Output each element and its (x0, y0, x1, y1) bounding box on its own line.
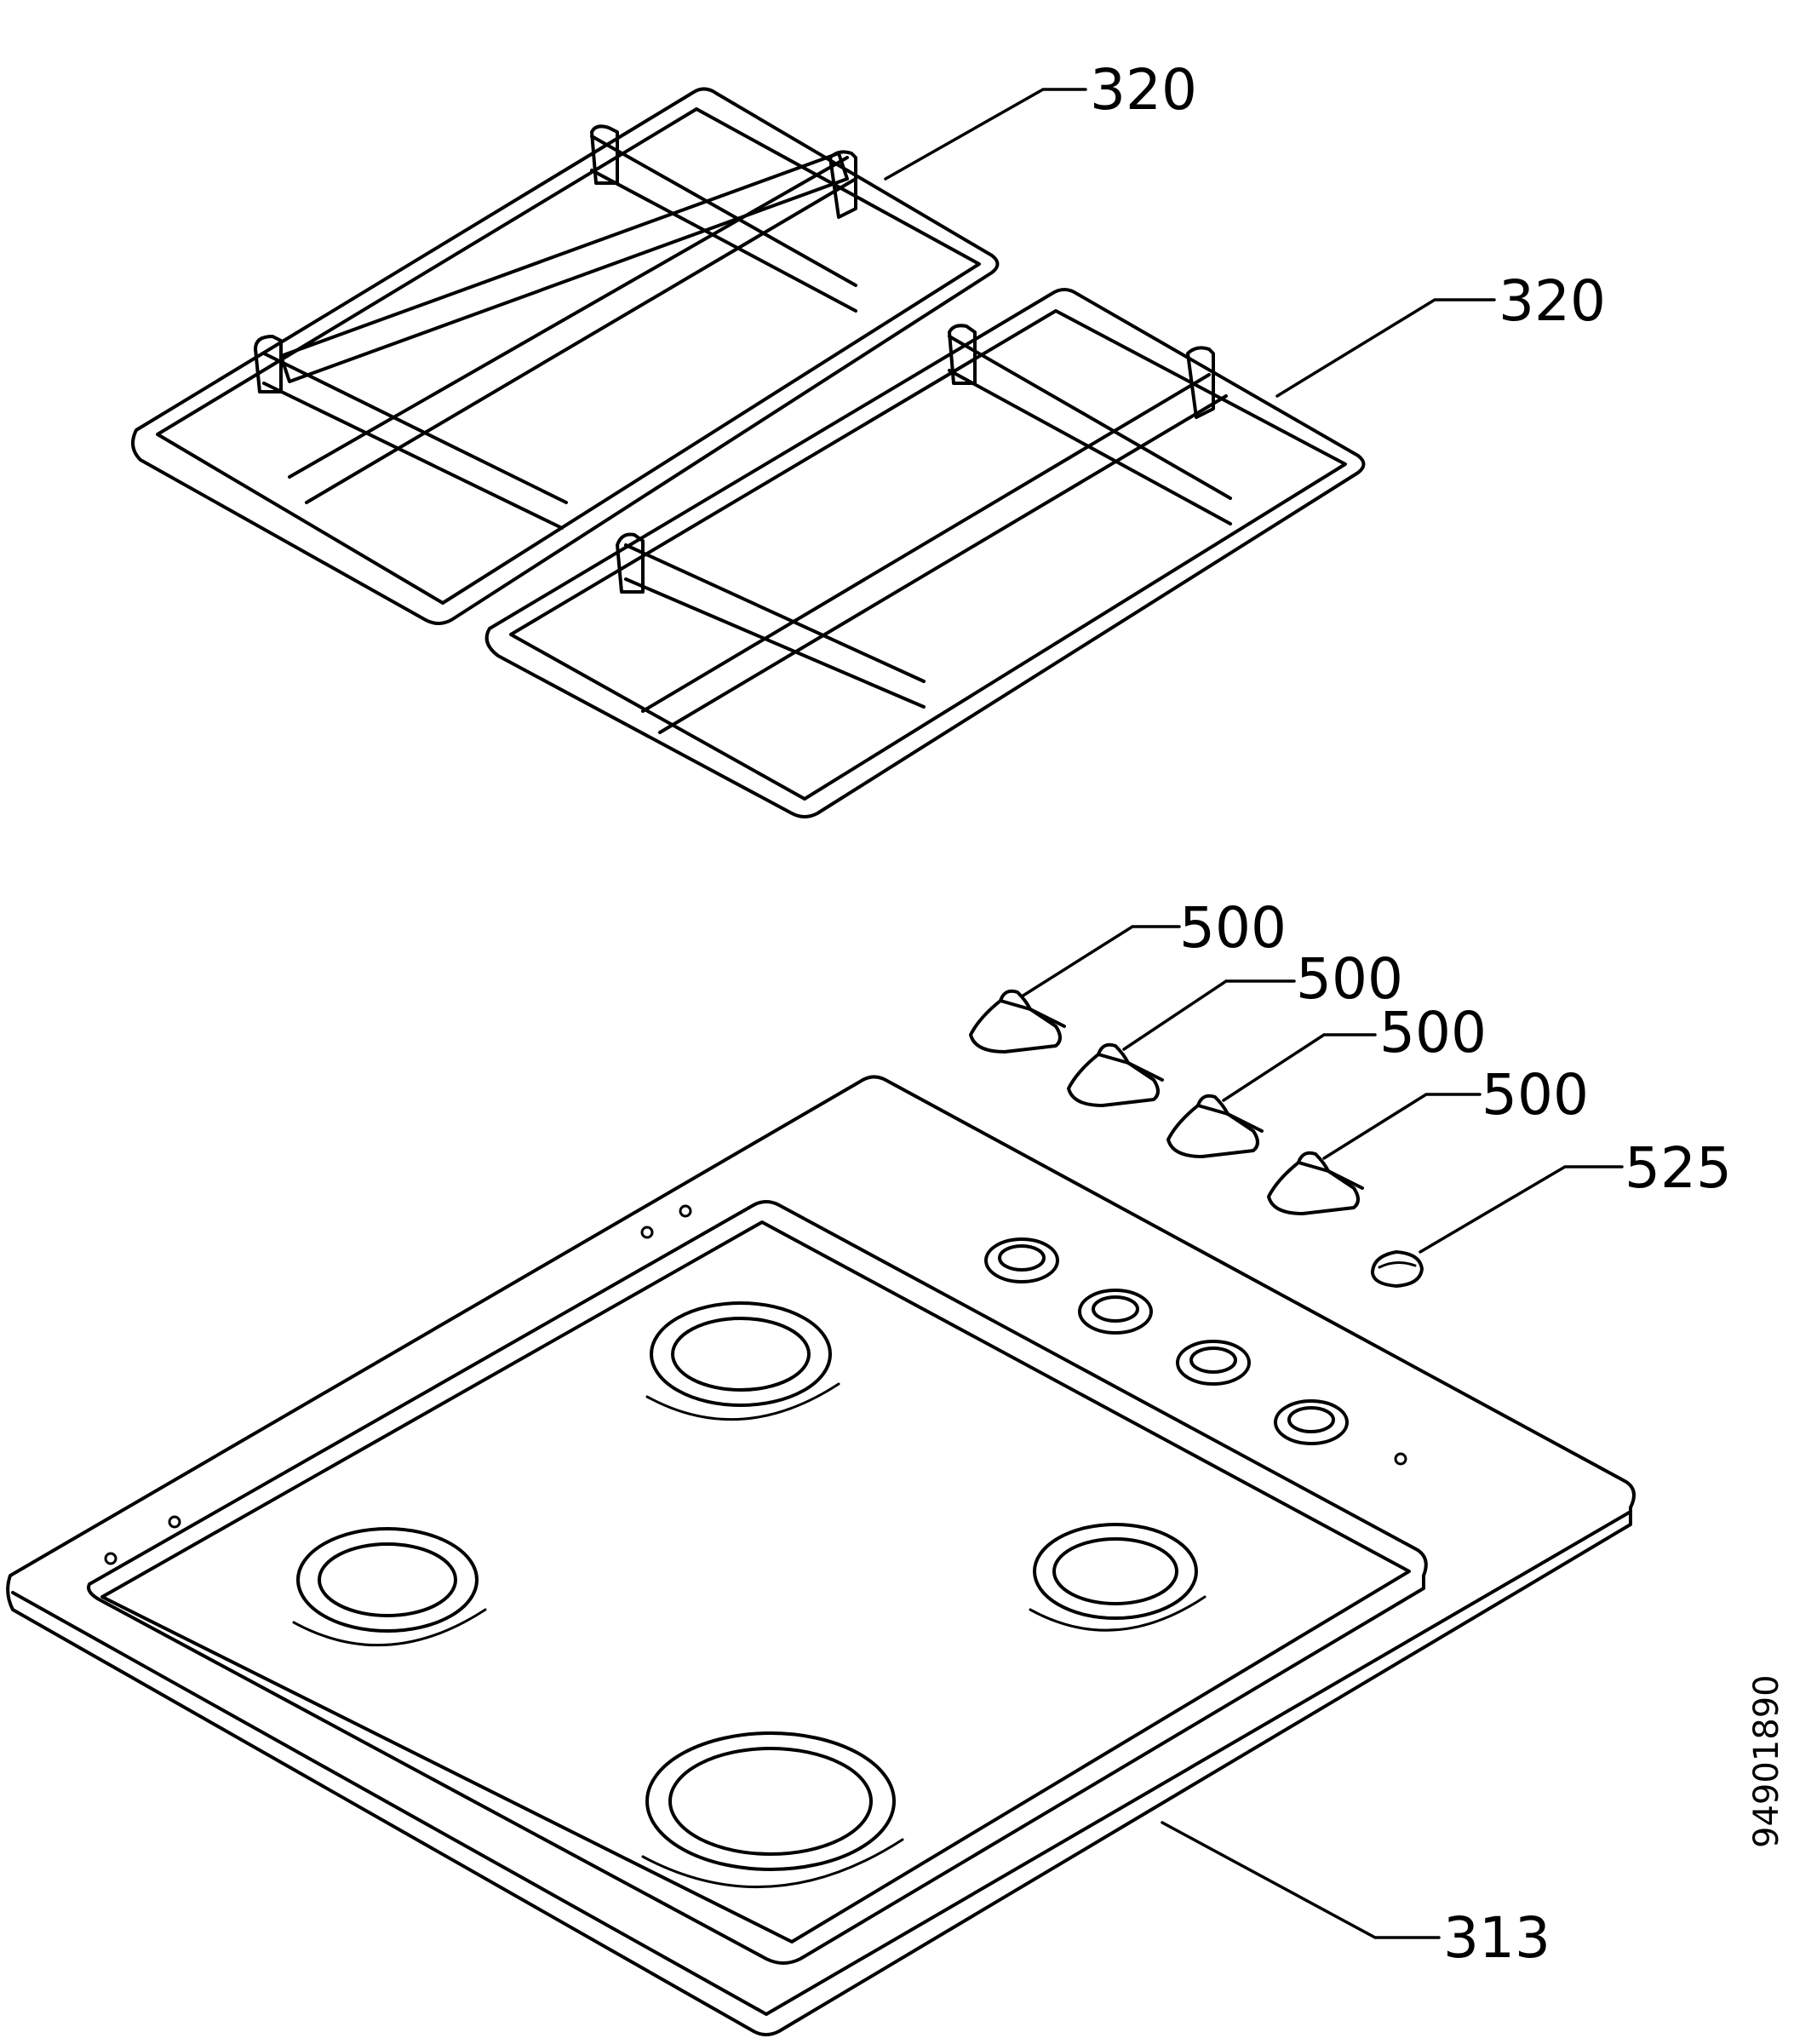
label-hob-top: 313 (1443, 1905, 1550, 1971)
control-knob-4 (1267, 1151, 1364, 1215)
pan-support-right (484, 288, 1366, 818)
leader-knob-4 (1322, 1093, 1482, 1160)
leader-knob-2 (1122, 979, 1296, 1051)
label-ignition-button: 525 (1625, 1135, 1732, 1201)
label-knob-3: 500 (1379, 1000, 1487, 1065)
leader-hob-top (1161, 1821, 1441, 1939)
ignition-button (1371, 1250, 1424, 1288)
leader-grid-right (1275, 298, 1496, 398)
control-knob-2 (1067, 1042, 1164, 1107)
pan-support-left (131, 87, 1000, 625)
leader-lines (884, 88, 1624, 1939)
hob-top-plate (6, 1075, 1636, 2036)
control-knob-3 (1166, 1094, 1264, 1158)
label-knob-1: 500 (1179, 895, 1287, 961)
leader-grid-left (884, 88, 1087, 181)
label-grid-left: 320 (1090, 57, 1197, 123)
document-number: 94901890 (1747, 1674, 1786, 1848)
leader-knob-1 (1020, 925, 1181, 998)
label-knob-4: 500 (1482, 1062, 1589, 1128)
label-knob-2: 500 (1296, 946, 1403, 1012)
label-grid-right: 320 (1499, 268, 1606, 334)
leader-ignition (1419, 1165, 1624, 1254)
leader-knob-3 (1222, 1033, 1377, 1102)
control-knob-1 (969, 989, 1066, 1054)
